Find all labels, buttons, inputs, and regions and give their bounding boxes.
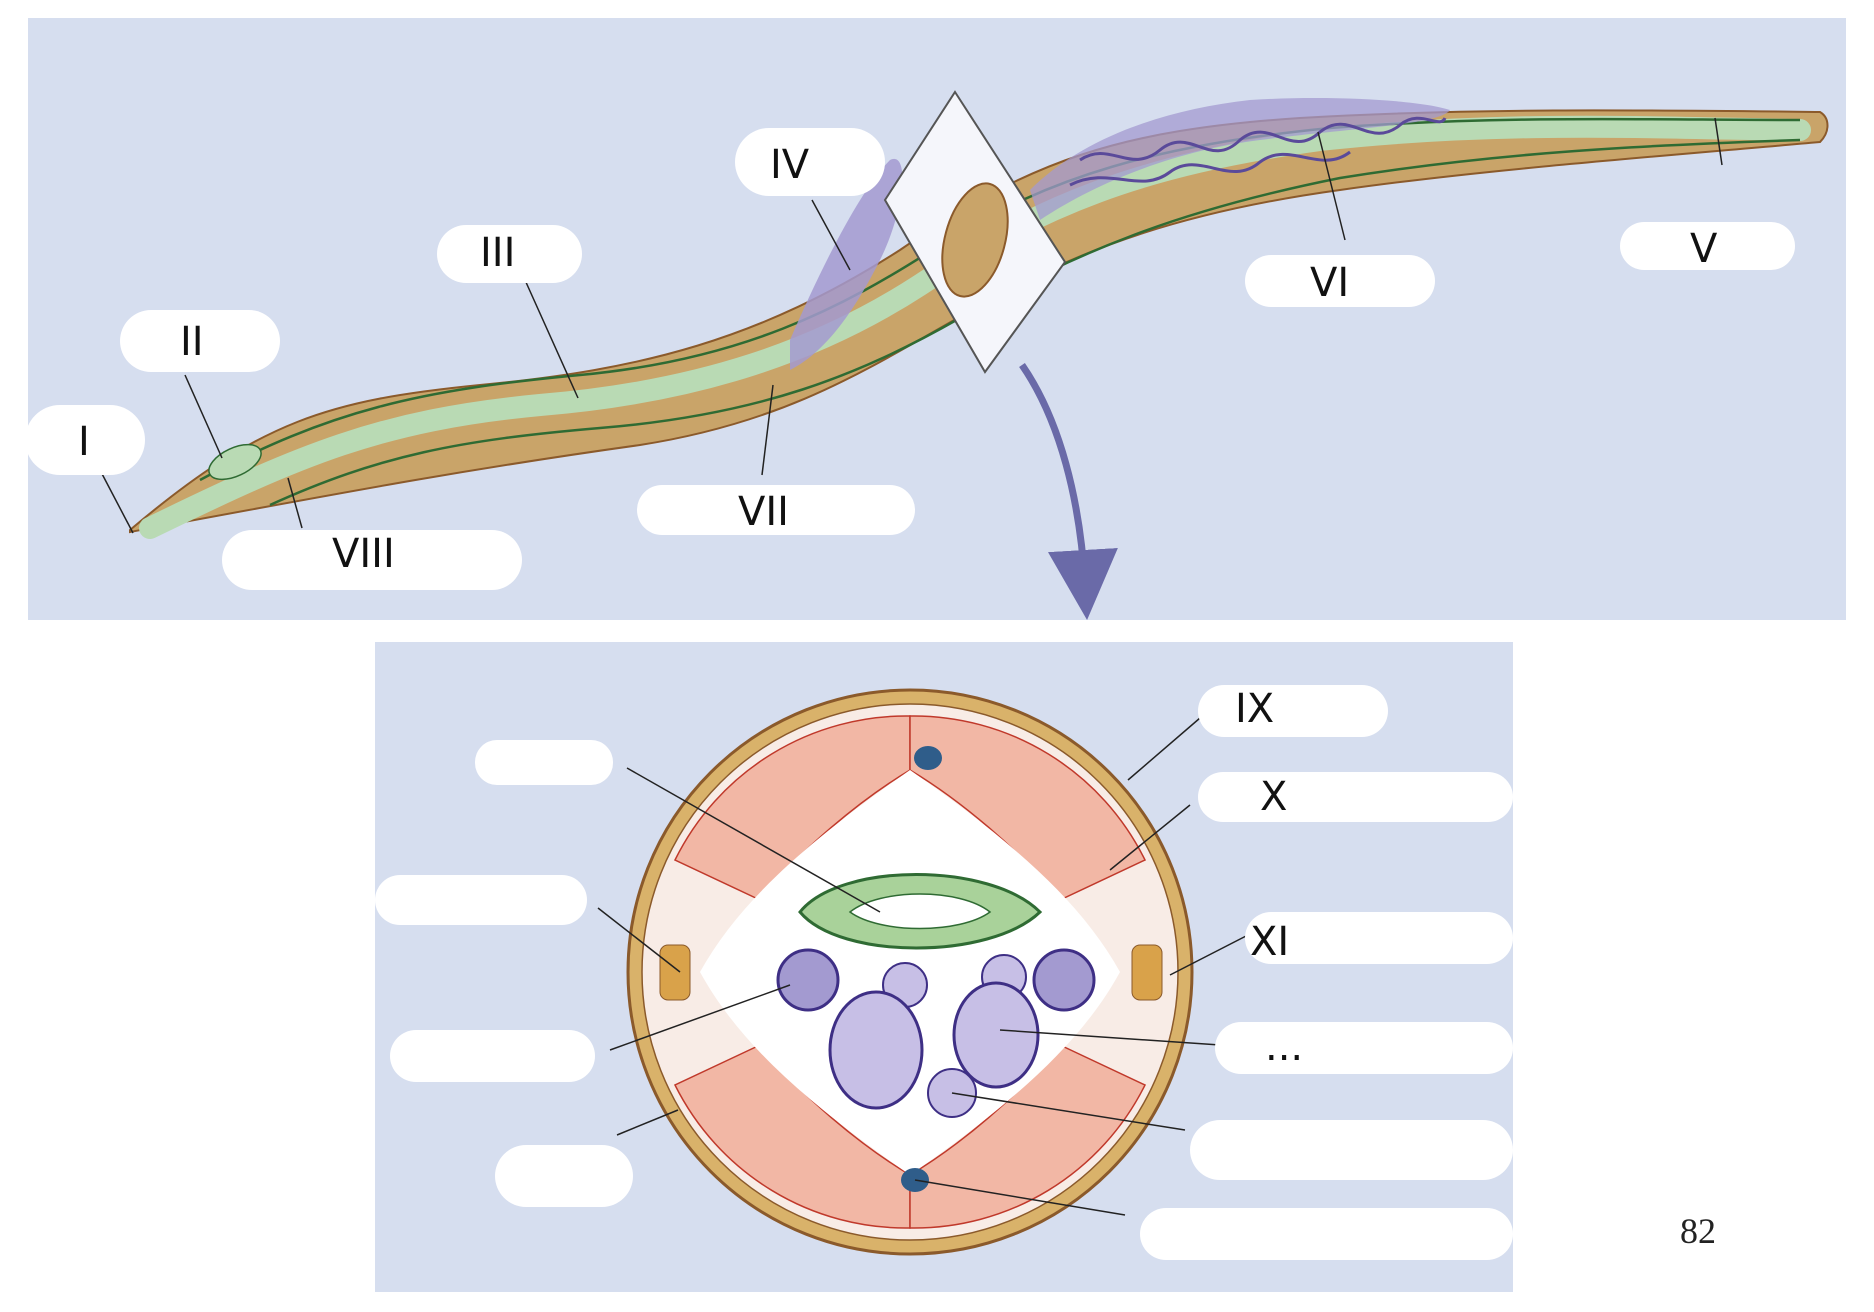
label-VIII: VIII: [332, 531, 395, 577]
leader-III: [524, 279, 579, 399]
uterus-right: [952, 981, 1040, 1089]
label-box-blank-right-2: [1140, 1208, 1513, 1260]
leader-X: [1109, 804, 1191, 871]
leader-blank-left-3: [609, 984, 791, 1051]
leader-VI: [1317, 131, 1346, 241]
coiled-ovary: [1069, 116, 1447, 187]
label-VI: VI: [1310, 260, 1349, 306]
label-box-blank-left-4: [495, 1145, 633, 1207]
label-box-X: [1198, 772, 1513, 822]
label-box-dots: [1215, 1022, 1513, 1074]
label-box-IV: [735, 128, 885, 196]
label-IX: IX: [1235, 686, 1274, 732]
leader-blank-right-2: [914, 1179, 1126, 1216]
label-box-VII: [637, 485, 915, 535]
leader-VIII: [287, 477, 303, 529]
label-XI: XI: [1250, 919, 1289, 965]
uterus-left: [828, 990, 924, 1110]
label-box-blank-left-2: [375, 875, 587, 925]
worm-body: [129, 109, 1829, 534]
label-I: I: [78, 419, 90, 465]
oviduct-left: [776, 948, 840, 1012]
label-box-blank-right-1: [1190, 1120, 1513, 1180]
pharynx-bulb: [208, 443, 262, 481]
leader-dots: [999, 1029, 1221, 1046]
label-box-I: [25, 405, 145, 475]
dorsal-nerve-cord: [914, 746, 942, 770]
leader-XI: [1169, 934, 1249, 976]
leader-VII: [761, 384, 774, 476]
oviduct-right: [1032, 948, 1096, 1012]
label-box-V: [1620, 222, 1795, 270]
page-number: 82: [1680, 1211, 1716, 1251]
label-VII: VII: [738, 489, 789, 535]
leader-IX: [1127, 717, 1201, 781]
leader-blank-left-2: [597, 907, 681, 973]
intestine-lumen: [848, 893, 992, 930]
gonad-posterior: [1030, 98, 1450, 220]
label-IV: IV: [770, 142, 810, 188]
label-III: III: [480, 230, 515, 276]
label-II: II: [180, 319, 204, 365]
leader-blank-left-4: [616, 1109, 679, 1136]
lateral-cord-right: [1131, 944, 1163, 1001]
label-box-blank-left-1: [475, 740, 613, 785]
leader-II: [184, 374, 223, 459]
label-box-VI: [1245, 255, 1435, 307]
label-box-blank-left-3: [390, 1030, 595, 1082]
label-box-IX: [1198, 685, 1388, 737]
label-box-VIII: [222, 530, 522, 590]
leader-I: [99, 469, 134, 534]
section-arrow: [1019, 363, 1118, 620]
lateral-cord-left: [659, 944, 691, 1001]
label-dots: ...: [1265, 1024, 1303, 1070]
worm-cut-surface: [941, 182, 1009, 298]
leader-blank-left-1: [626, 767, 881, 913]
label-box-III: [437, 225, 582, 283]
leader-IV: [811, 199, 851, 271]
worm-intestine: [139, 115, 1811, 539]
label-box-II: [120, 310, 280, 372]
leader-blank-right-1: [951, 1092, 1186, 1131]
leader-V: [1714, 117, 1723, 166]
label-X: X: [1260, 774, 1287, 820]
label-box-XI: [1245, 912, 1513, 964]
label-V: V: [1690, 226, 1718, 272]
